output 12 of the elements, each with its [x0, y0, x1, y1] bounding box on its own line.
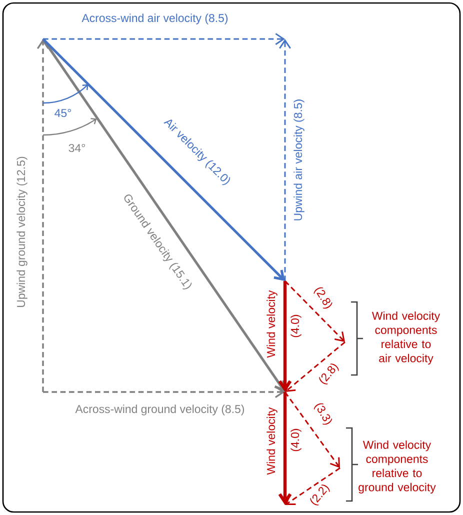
- vector-label: Upwind ground velocity (12.5): [16, 156, 28, 307]
- vector-label: Across-wind air velocity (8.5): [82, 14, 228, 24]
- bracket-label: Wind velocity components relative to air velocity: [372, 311, 440, 365]
- vector-label: (4.0): [290, 428, 302, 452]
- bracket-label: Wind velocity components relative to ground velocity: [358, 440, 436, 494]
- vector-label: Wind velocity: [266, 290, 278, 358]
- vector-label: Upwind air velocity (8.5): [294, 100, 304, 220]
- vector-label: (4.0): [290, 314, 302, 338]
- angle-label: 34°: [68, 144, 85, 152]
- angle-label: 45°: [54, 108, 71, 118]
- vector-label: Wind velocity: [266, 407, 278, 475]
- vector-label: Across-wind ground velocity (8.5): [75, 404, 244, 416]
